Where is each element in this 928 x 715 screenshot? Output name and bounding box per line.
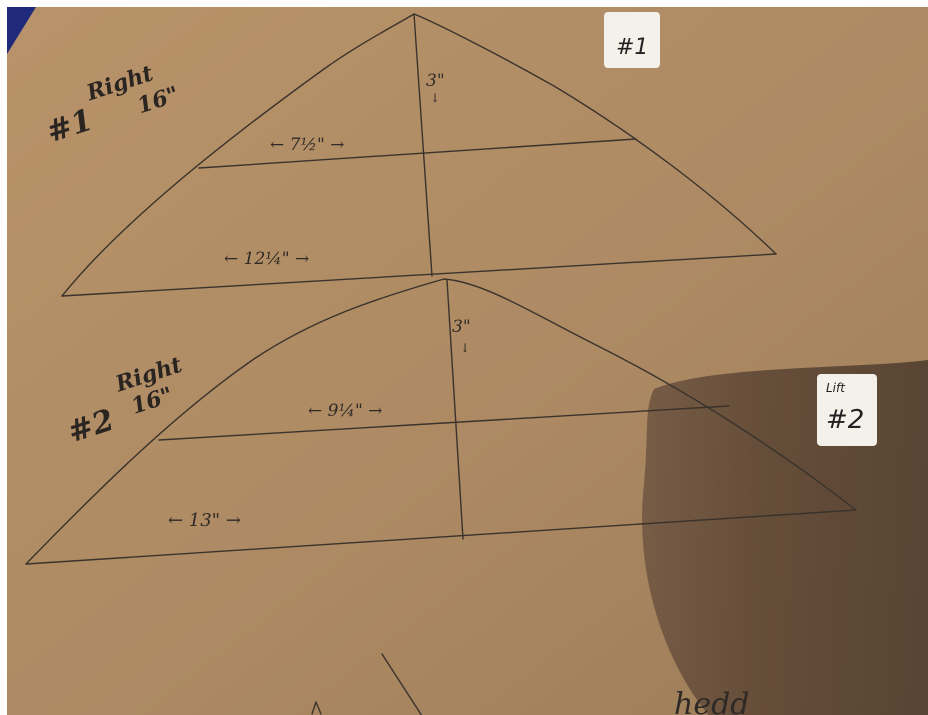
piece1-mid-line (198, 138, 637, 169)
piece1-height-arrow: ↓ (430, 91, 440, 105)
piece1-mid-width: ← 7½" → (270, 135, 344, 155)
stray-pencil-line (381, 653, 423, 715)
piece2-mid-width: ← 9¼" → (308, 401, 382, 421)
tag-2-paper (817, 374, 877, 446)
bottom-note: hedd (674, 687, 749, 715)
pattern-drawing: 3" ↓ ← 7½" → ← 12¼" → #1 Right 16" 3" ↓ … (7, 7, 928, 715)
blue-corner (7, 7, 36, 54)
piece2-height-mark: 3" (452, 317, 471, 337)
pattern-piece-1: 3" ↓ ← 7½" → ← 12¼" → (61, 13, 777, 297)
piece2-height-arrow: ↓ (460, 341, 470, 355)
tag-2-small-text: Lift (826, 381, 846, 395)
pattern-piece-2: 3" ↓ ← 9¼" → ← 13" → (25, 278, 857, 565)
piece1-base-width: ← 12¼" → (224, 249, 309, 269)
piece2-mid-line (158, 405, 730, 441)
piece1-height-mark: 3" (426, 71, 445, 91)
hand-shadow (642, 359, 928, 715)
tag-1: #1 (604, 12, 660, 68)
piece2-base-line (25, 509, 857, 565)
stray-arrow-mark (311, 701, 322, 715)
tag-1-text: #1 (616, 35, 648, 60)
piece1-center-line (413, 13, 433, 277)
tag-2: Lift #2 (817, 374, 877, 446)
tag-1-paper (604, 12, 660, 68)
piece2-outline (25, 278, 857, 565)
piece2-center-line (446, 279, 464, 540)
piece1-base-line (61, 253, 777, 297)
cardboard-photo: 3" ↓ ← 7½" → ← 12¼" → #1 Right 16" 3" ↓ … (7, 7, 928, 715)
tag-2-text: #2 (826, 405, 864, 435)
piece2-base-width: ← 13" → (168, 510, 241, 531)
